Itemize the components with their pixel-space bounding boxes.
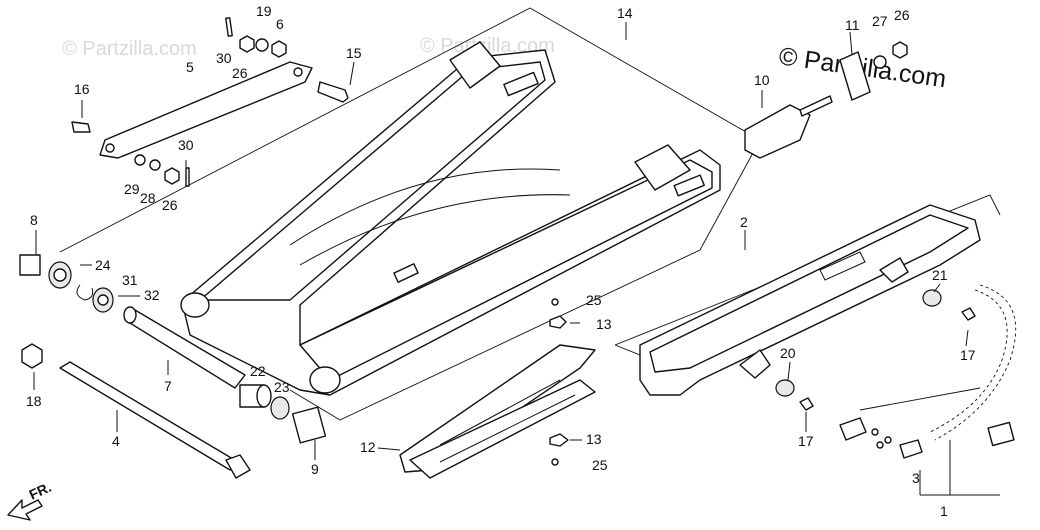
callout-24: 24 <box>95 257 111 273</box>
front-direction-arrow: FR. <box>7 479 54 521</box>
callout-18: 18 <box>26 393 42 409</box>
pivot-bushings-right[interactable] <box>239 384 327 444</box>
callout-32: 32 <box>144 287 160 303</box>
callout-3: 3 <box>912 470 920 486</box>
torque-link[interactable] <box>99 61 313 159</box>
pivot-bearings-left[interactable] <box>19 254 114 313</box>
callout-7: 7 <box>164 378 172 394</box>
callout-25b: 25 <box>592 457 608 473</box>
callout-26b: 26 <box>162 197 178 213</box>
chain-group-outline <box>859 387 981 411</box>
front-label: FR. <box>27 479 54 503</box>
callout-27: 27 <box>872 13 888 29</box>
chain-slider[interactable] <box>399 298 596 479</box>
callout-29: 29 <box>124 181 140 197</box>
callout-28: 28 <box>140 190 156 206</box>
callout-23: 23 <box>274 379 290 395</box>
watermark-left: © Partzilla.com <box>62 38 197 60</box>
callout-2: 2 <box>740 214 748 230</box>
callout-21: 21 <box>932 267 948 283</box>
hardware-top[interactable] <box>71 17 349 187</box>
callout-10: 10 <box>754 72 770 88</box>
pivot-bolt[interactable] <box>21 343 251 479</box>
callout-15: 15 <box>346 45 362 61</box>
callout-17b: 17 <box>798 433 814 449</box>
callout-17a: 17 <box>960 347 976 363</box>
chaincase-group-outline <box>614 194 1001 346</box>
callout-11: 11 <box>845 17 860 33</box>
chaincase-outline-left <box>614 344 641 356</box>
callout-30b: 30 <box>178 137 194 153</box>
callout-26c: 26 <box>894 7 910 23</box>
callout-25a: 25 <box>586 292 602 308</box>
callout-16: 16 <box>74 81 90 97</box>
swingarm[interactable] <box>180 41 721 396</box>
callout-1: 1 <box>940 503 948 519</box>
callout-13a: 13 <box>596 316 612 332</box>
chain-case[interactable] <box>639 204 981 396</box>
callout-31: 31 <box>122 272 138 288</box>
swingarm-group-outline <box>59 7 761 421</box>
callout-5: 5 <box>186 59 194 75</box>
leader-lines <box>33 22 1000 496</box>
callout-12: 12 <box>360 439 376 455</box>
callout-8: 8 <box>30 212 38 228</box>
callout-20: 20 <box>780 345 796 361</box>
callout-26a: 26 <box>232 65 248 81</box>
callout-19: 19 <box>256 3 272 19</box>
drive-chain[interactable] <box>929 284 1017 447</box>
watermark-center: © Partzilla.com <box>420 35 555 57</box>
pivot-collar[interactable] <box>123 306 246 389</box>
callout-labels: 1 2 3 4 5 6 7 8 9 10 11 12 13 13 14 15 1… <box>26 3 976 519</box>
callout-6: 6 <box>276 16 284 32</box>
callout-14: 14 <box>617 5 633 21</box>
chaincase-hardware[interactable] <box>775 289 976 411</box>
callout-4: 4 <box>112 433 120 449</box>
callout-30a: 30 <box>216 50 232 66</box>
callout-13b: 13 <box>586 431 602 447</box>
callout-9: 9 <box>311 461 319 477</box>
chain-adjuster[interactable] <box>744 41 908 159</box>
callout-22: 22 <box>250 363 266 379</box>
master-link-kit[interactable] <box>839 417 923 459</box>
